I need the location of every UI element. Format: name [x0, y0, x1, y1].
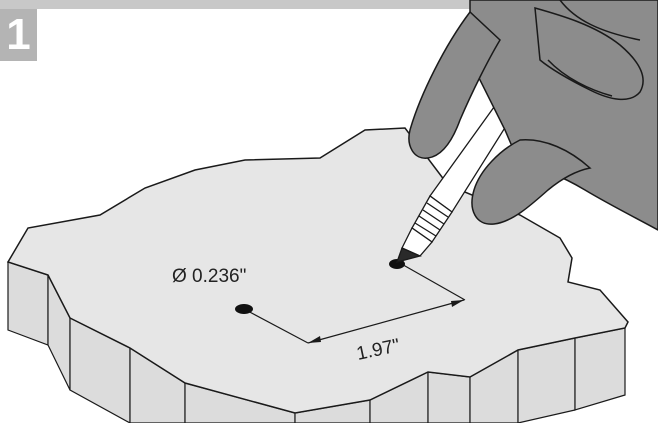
step-number-badge: 1 — [0, 9, 37, 61]
dimension-lines — [243, 261, 466, 344]
hole-diameter-label: Ø 0.236" — [172, 266, 246, 287]
dimension-arrowheads — [308, 300, 464, 343]
slab-sides — [7, 261, 626, 423]
hole-mark-left — [235, 304, 253, 314]
gloved-hand-icon — [408, 0, 658, 231]
top-bar — [0, 0, 658, 9]
